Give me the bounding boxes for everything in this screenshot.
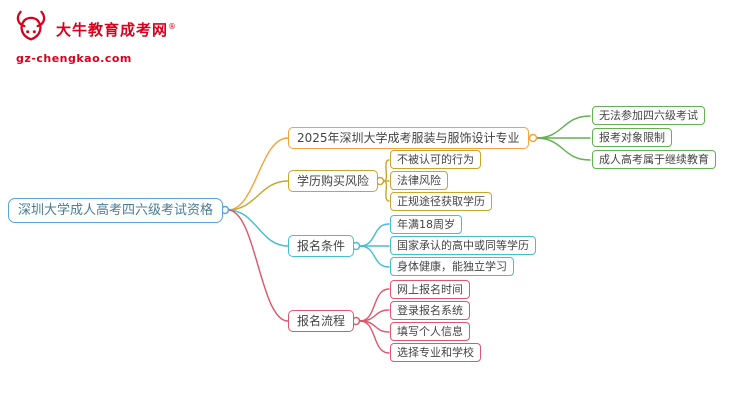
mindmap-leaf-node: 填写个人信息 xyxy=(390,322,470,341)
site-name: 大牛教育成考网® xyxy=(56,20,178,39)
mindmap-leaf-node: 年满18周岁 xyxy=(390,215,462,234)
site-domain-text: gz-chengkao.com xyxy=(16,52,132,65)
bull-logo-icon xyxy=(12,8,50,50)
mindmap-branch-node: 学历购买风险 xyxy=(288,170,379,192)
mindmap-branch-node: 报名流程 xyxy=(288,310,355,332)
mindmap-leaf-node: 不被认可的行为 xyxy=(390,150,481,169)
site-logo: 大牛教育成考网® gz-chengkao.com xyxy=(12,8,177,65)
mindmap-branch-node: 报名条件 xyxy=(288,235,355,257)
branch1-junction-dot xyxy=(528,133,538,143)
mindmap-leaf-node: 选择专业和学校 xyxy=(390,343,481,362)
mindmap-leaf-node: 正规途径获取学历 xyxy=(390,192,492,211)
mindmap-leaf-node: 报考对象限制 xyxy=(592,128,672,147)
mindmap-branch-node: 2025年深圳大学成考服装与服饰设计专业 xyxy=(288,127,529,149)
mindmap-leaf-node: 网上报名时间 xyxy=(390,280,470,299)
mindmap-leaf-node: 国家承认的高中或同等学历 xyxy=(390,236,536,255)
mindmap-leaf-node: 身体健康，能独立学习 xyxy=(390,257,514,276)
mindmap-leaf-node: 法律风险 xyxy=(390,171,448,190)
mindmap-leaf-node: 登录报名系统 xyxy=(390,301,470,320)
mindmap-leaf-node: 成人高考属于继续教育 xyxy=(592,150,716,169)
mindmap-leaf-node: 无法参加四六级考试 xyxy=(592,106,705,125)
registered-mark: ® xyxy=(168,21,178,31)
mindmap-root-node: 深圳大学成人高考四六级考试资格 xyxy=(8,198,224,223)
